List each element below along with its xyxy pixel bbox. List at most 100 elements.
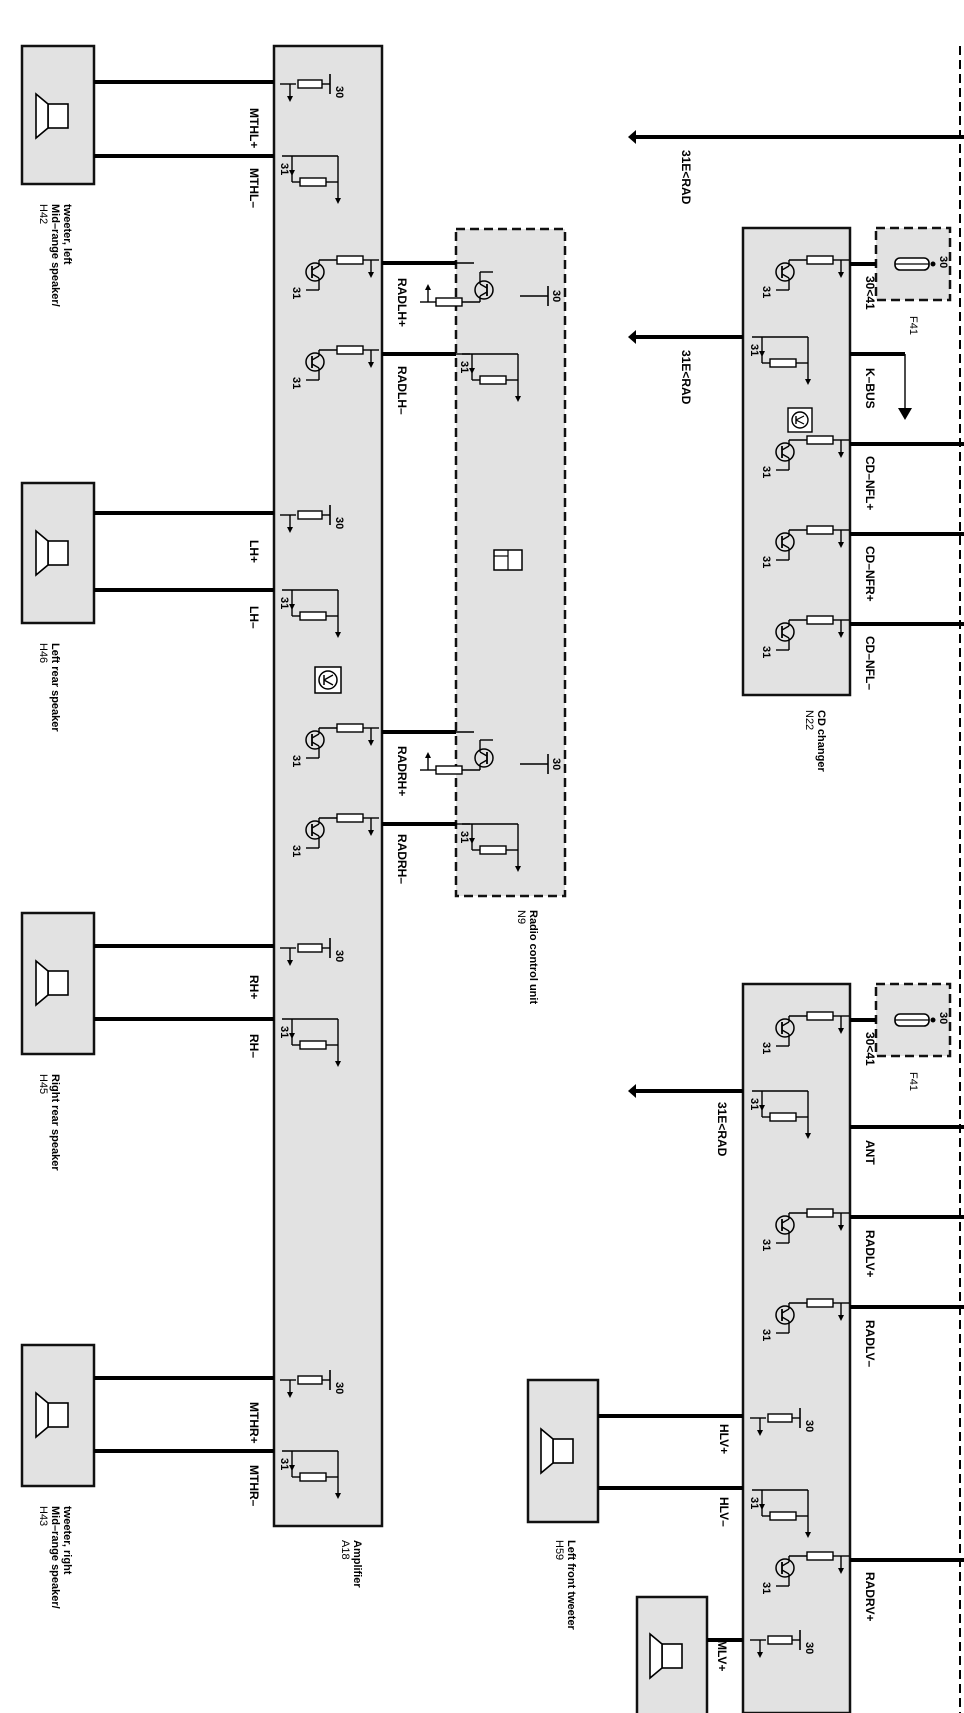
svg-text:LH–: LH– xyxy=(247,606,261,629)
svg-text:30: 30 xyxy=(550,758,562,770)
svg-text:30: 30 xyxy=(333,950,345,962)
module-icon xyxy=(314,666,342,694)
head-pin-labels: 31 31 31 31 30 31 31 30 30 xyxy=(748,1012,949,1654)
head-output-wires xyxy=(850,1125,964,1562)
svg-text:Right rear speaker: Right rear speaker xyxy=(49,1074,61,1171)
svg-text:31E<RAD: 31E<RAD xyxy=(715,1102,729,1157)
svg-text:31: 31 xyxy=(278,597,290,609)
svg-text:Radio control unit: Radio control unit xyxy=(527,910,539,1004)
svg-text:RADLH+: RADLH+ xyxy=(395,278,409,327)
svg-text:CD changer: CD changer xyxy=(815,710,827,772)
svg-text:30: 30 xyxy=(333,86,345,98)
svg-text:30: 30 xyxy=(937,1012,949,1024)
svg-text:31E<RAD: 31E<RAD xyxy=(679,350,693,405)
svg-text:A18: A18 xyxy=(339,1540,351,1560)
svg-text:31: 31 xyxy=(278,1026,290,1038)
amplifier-a18-box xyxy=(272,44,384,1528)
speaker-wires xyxy=(94,80,274,1453)
svg-text:31: 31 xyxy=(760,1329,772,1341)
svg-text:31: 31 xyxy=(760,1239,772,1251)
svg-text:RH+: RH+ xyxy=(247,975,261,999)
svg-text:31: 31 xyxy=(748,344,760,356)
svg-text:30: 30 xyxy=(803,1642,815,1654)
svg-text:tweeter, left: tweeter, left xyxy=(61,204,73,265)
cd-pin-labels: 31 31 31 31 31 30 xyxy=(748,256,949,658)
svg-text:F41: F41 xyxy=(907,1072,919,1091)
svg-text:N9: N9 xyxy=(515,910,527,924)
svg-text:H42: H42 xyxy=(37,204,49,224)
svg-text:31: 31 xyxy=(760,1042,772,1054)
svg-text:MTHL+: MTHL+ xyxy=(247,108,261,148)
svg-text:31: 31 xyxy=(760,556,772,568)
radio-internal-circuits xyxy=(419,271,549,873)
svg-text:30: 30 xyxy=(937,256,949,268)
svg-text:HLV+: HLV+ xyxy=(717,1424,731,1454)
svg-text:31: 31 xyxy=(290,845,302,857)
svg-text:CD–NFL–: CD–NFL– xyxy=(863,636,877,690)
cd-changer-n22-box xyxy=(741,226,852,697)
svg-text:31: 31 xyxy=(760,286,772,298)
svg-text:H45: H45 xyxy=(37,1074,49,1094)
module-icon xyxy=(787,407,813,433)
svg-text:30: 30 xyxy=(333,517,345,529)
head-signal-labels: 30<41 ANT RADLV+ RADLV– RADRV+ HLV+ HLV–… xyxy=(715,1032,877,1671)
svg-text:31: 31 xyxy=(458,831,470,843)
arrow-left-icon xyxy=(628,130,636,144)
svg-text:RH–: RH– xyxy=(247,1034,261,1058)
svg-text:N22: N22 xyxy=(803,710,815,730)
svg-text:RADLV+: RADLV+ xyxy=(863,1230,877,1277)
svg-text:CD–NFR+: CD–NFR+ xyxy=(863,546,877,602)
svg-text:MTHR–: MTHR– xyxy=(247,1465,261,1507)
svg-text:MLV+: MLV+ xyxy=(715,1640,729,1671)
svg-text:30: 30 xyxy=(803,1420,815,1432)
svg-text:31: 31 xyxy=(760,646,772,658)
svg-text:30: 30 xyxy=(550,290,562,302)
svg-text:H43: H43 xyxy=(37,1506,49,1526)
svg-text:31: 31 xyxy=(278,163,290,175)
svg-text:31E<RAD: 31E<RAD xyxy=(679,150,693,205)
radio-pin-labels: 30 31 30 31 xyxy=(458,290,562,843)
svg-text:tweeter, right: tweeter, right xyxy=(61,1506,73,1575)
svg-text:ANT: ANT xyxy=(863,1140,877,1165)
svg-text:LH+: LH+ xyxy=(247,540,261,563)
svg-text:HLV–: HLV– xyxy=(717,1497,731,1527)
svg-text:31: 31 xyxy=(760,466,772,478)
svg-text:Left rear speaker: Left rear speaker xyxy=(49,643,61,732)
svg-text:31: 31 xyxy=(760,1582,772,1594)
cd-output-wires xyxy=(850,442,964,626)
svg-text:RADLH–: RADLH– xyxy=(395,366,409,415)
amplifier-pin-labels: 30 31 31 31 30 31 31 31 30 31 30 31 xyxy=(278,86,345,1470)
svg-text:CD–NFL+: CD–NFL+ xyxy=(863,456,877,510)
svg-text:H59: H59 xyxy=(553,1540,565,1560)
component-captions: H42 Mid–range speaker/ tweeter, left H46… xyxy=(37,204,919,1631)
svg-text:RADRV+: RADRV+ xyxy=(863,1572,877,1621)
svg-text:30: 30 xyxy=(333,1382,345,1394)
speaker-bottom-box xyxy=(635,1595,709,1713)
svg-text:RADRH+: RADRH+ xyxy=(395,746,409,796)
svg-text:RADRH–: RADRH– xyxy=(395,834,409,884)
arrow-down-icon xyxy=(898,408,912,420)
svg-text:30<41: 30<41 xyxy=(863,1032,877,1066)
svg-text:MTHL–: MTHL– xyxy=(247,168,261,208)
svg-text:Left front tweeter: Left front tweeter xyxy=(565,1540,577,1631)
svg-text:31: 31 xyxy=(290,287,302,299)
svg-text:31: 31 xyxy=(748,1497,760,1509)
svg-text:F41: F41 xyxy=(907,316,919,335)
svg-text:Mid–range speaker/: Mid–range speaker/ xyxy=(49,1506,61,1609)
arrow-left-icon xyxy=(628,1084,636,1098)
svg-text:31: 31 xyxy=(290,377,302,389)
svg-text:H46: H46 xyxy=(37,643,49,663)
svg-text:31: 31 xyxy=(748,1098,760,1110)
fuse-symbol xyxy=(894,1013,936,1027)
svg-text:Amplifier: Amplifier xyxy=(351,1540,363,1588)
amplifier-signal-labels: MTHL+ MTHL– RADLH+ RADLH– LH+ LH– RADRH+… xyxy=(247,108,409,1507)
display-icon xyxy=(493,549,523,571)
svg-text:31: 31 xyxy=(458,361,470,373)
svg-text:MTHR+: MTHR+ xyxy=(247,1402,261,1444)
head-unit-box xyxy=(741,982,852,1713)
svg-text:31: 31 xyxy=(278,1458,290,1470)
cd-signal-labels: 30<41 K–BUS CD–NFL+ CD–NFR+ CD–NFL– 31E<… xyxy=(679,150,877,690)
arrow-left-icon xyxy=(628,330,636,344)
fuse-symbol xyxy=(894,257,936,271)
